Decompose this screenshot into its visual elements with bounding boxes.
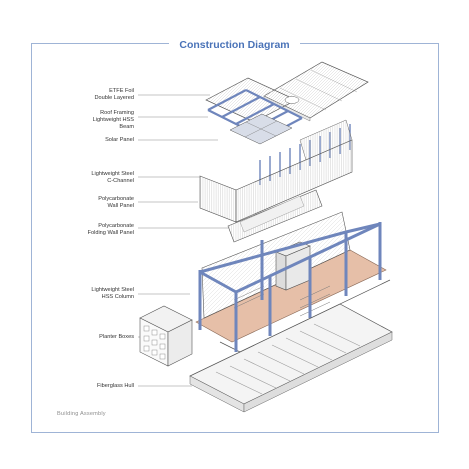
label-line: Lightweight Steel bbox=[91, 171, 134, 177]
label-line: ETFE Foil bbox=[109, 88, 134, 94]
diagram-title: Construction Diagram bbox=[169, 39, 300, 51]
title-wrap: Construction Diagram bbox=[0, 35, 469, 53]
polycarbonate-wall-panels bbox=[199, 119, 353, 223]
hss-steel-frame bbox=[198, 222, 382, 352]
label-c-channel: Lightweight Steel C-Channel bbox=[91, 171, 134, 185]
label-line: Beam bbox=[119, 124, 134, 130]
planter-boxes bbox=[139, 305, 193, 367]
label-line: Wall Panel bbox=[107, 203, 134, 209]
label-fiberglass-hull: Fiberglass Hull bbox=[97, 383, 134, 390]
label-line: Polycarbonate bbox=[98, 223, 134, 229]
label-solar-panel: Solar Panel bbox=[105, 137, 134, 144]
label-line: Folding Wall Panel bbox=[87, 230, 134, 236]
label-line: Lightweight Steel bbox=[91, 287, 134, 293]
label-hss-column: Lightweight Steel HSS Column bbox=[91, 287, 134, 301]
label-line: Roof Framing bbox=[100, 110, 134, 116]
label-line: Lightweight HSS bbox=[92, 117, 134, 123]
label-polycarbonate-folding: Polycarbonate Folding Wall Panel bbox=[88, 223, 134, 237]
label-etfe-foil: ETFE Foil Double Layered bbox=[95, 88, 135, 102]
label-line: Planter Boxes bbox=[99, 334, 134, 340]
label-line: Fiberglass Hull bbox=[97, 383, 134, 389]
label-polycarbonate-wall: Polycarbonate Wall Panel bbox=[98, 196, 134, 210]
solar-panels bbox=[229, 113, 293, 145]
etfe-foil-panel bbox=[263, 61, 369, 122]
footer-caption: Building Assembly bbox=[57, 411, 106, 417]
label-line: Solar Panel bbox=[105, 137, 134, 143]
leader-lines bbox=[138, 94, 228, 387]
fiberglass-hull bbox=[189, 303, 393, 413]
polycarbonate-folding-wall bbox=[227, 189, 323, 243]
roof-membrane bbox=[205, 77, 300, 123]
label-line: Double Layered bbox=[94, 95, 135, 101]
label-roof-framing: Roof Framing Lightweight HSS Beam bbox=[93, 110, 134, 131]
label-planter-boxes: Planter Boxes bbox=[99, 334, 134, 341]
label-line: HSS Column bbox=[101, 294, 134, 300]
label-line: Polycarbonate bbox=[98, 196, 134, 202]
label-line: C-Channel bbox=[107, 178, 134, 184]
